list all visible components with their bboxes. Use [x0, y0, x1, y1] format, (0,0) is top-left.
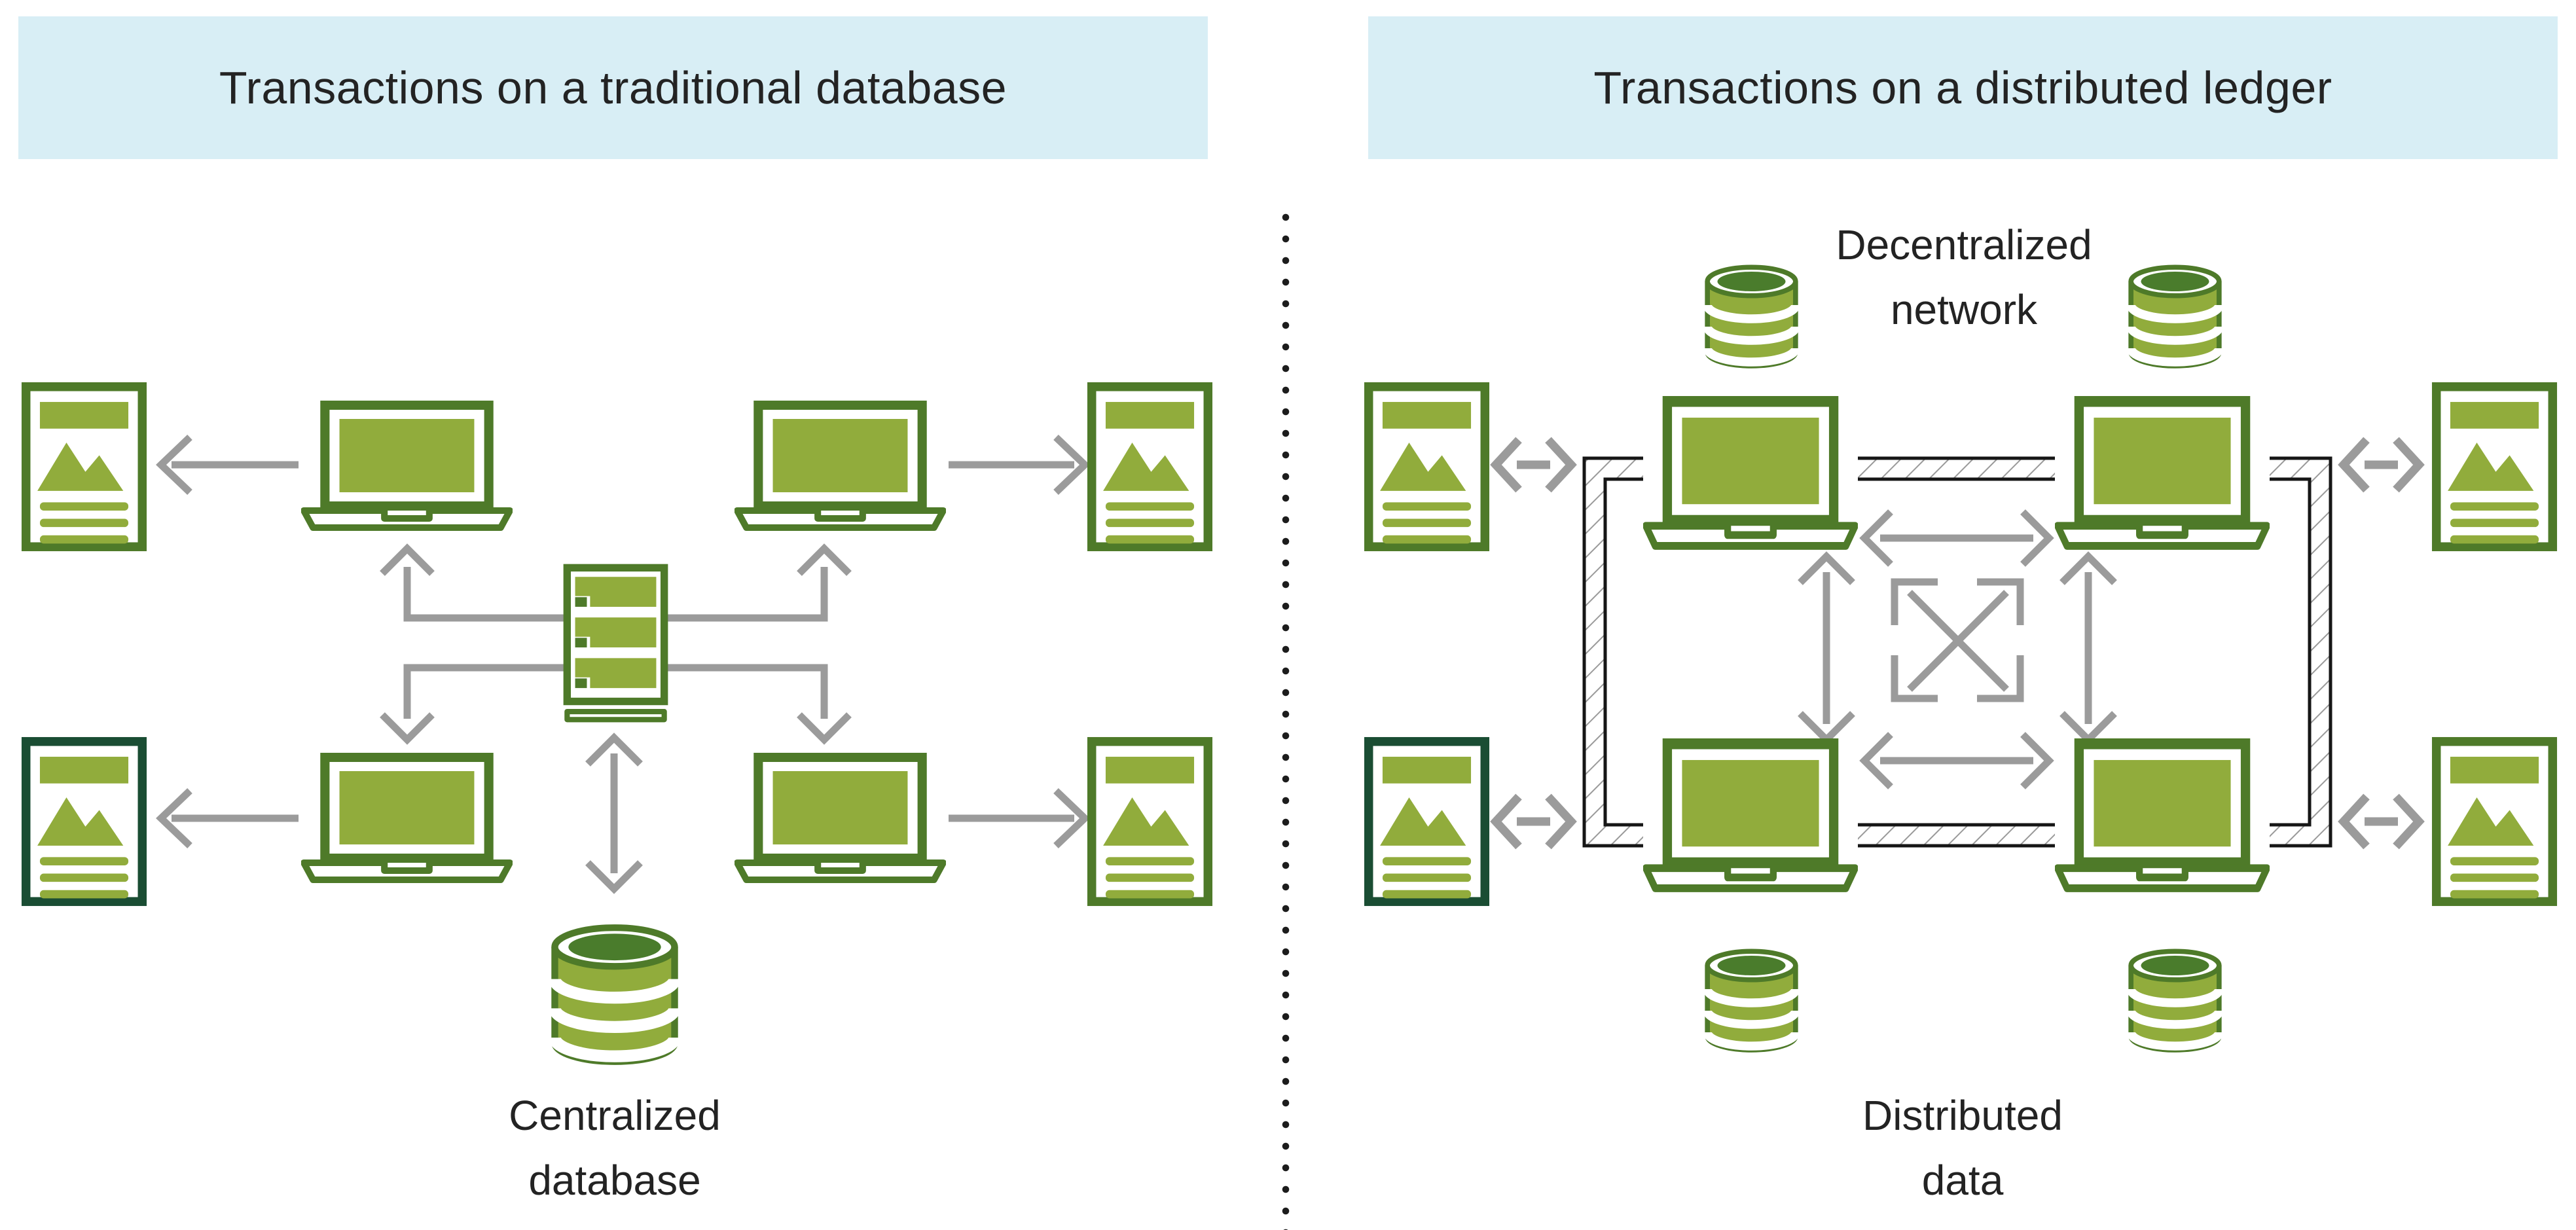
arrow-laptop-to-doc-bottom-left	[156, 788, 299, 848]
database-icon-distributed-bottom-right	[2125, 946, 2225, 1056]
document-icon-right-top-left	[1364, 382, 1490, 552]
centralized-database-label-line2: database	[528, 1157, 701, 1204]
elbow-arrow-server-to-laptop-top-right	[655, 543, 852, 622]
double-arrow-doc-bottom-left	[1490, 793, 1577, 850]
elbow-arrow-server-to-laptop-bottom-right	[655, 664, 852, 745]
document-icon-right-top-right	[2431, 382, 2558, 552]
dotted-divider	[1282, 213, 1290, 1230]
double-arrow-laptops-bottom	[1859, 732, 2054, 789]
document-icon-top-left	[21, 382, 147, 552]
distributed-data-label-line1: Distributed	[1862, 1092, 2063, 1139]
laptop-icon-bottom-left	[301, 753, 513, 884]
laptop-icon-ring-bottom-right	[2055, 738, 2270, 893]
decentralized-network-label-line1: Decentralized	[1836, 221, 2092, 268]
laptop-icon-ring-top-right	[2055, 396, 2270, 551]
laptop-icon-bottom-right	[735, 753, 946, 884]
server-icon	[562, 563, 669, 723]
double-arrow-doc-bottom-right	[2338, 793, 2425, 850]
document-icon-bottom-right	[1087, 736, 1213, 907]
database-icon-centralized	[547, 920, 683, 1070]
right-panel-header: Transactions on a distributed ledger	[1368, 16, 2558, 159]
double-arrow-doc-top-left	[1490, 437, 1577, 493]
arrow-laptop-to-doc-bottom-right	[949, 788, 1090, 848]
double-arrow-doc-top-right	[2338, 437, 2425, 493]
double-arrow-laptops-top	[1859, 509, 2054, 567]
arrow-laptop-to-doc-top-right	[949, 435, 1090, 495]
right-panel-title: Transactions on a distributed ledger	[1593, 62, 2332, 113]
corner-brackets	[1891, 578, 2024, 702]
arrow-laptop-to-doc-top-left	[156, 435, 299, 495]
left-panel-header: Transactions on a traditional database	[18, 16, 1208, 159]
left-panel-title: Transactions on a traditional database	[219, 62, 1007, 113]
document-icon-bottom-left-dark	[21, 736, 147, 907]
distributed-data-label: Distributed data	[1766, 1083, 2159, 1213]
document-icon-right-bottom-right	[2431, 736, 2558, 907]
centralized-database-label-line1: Centralized	[509, 1092, 721, 1139]
decentralized-network-label-line2: network	[1890, 286, 2038, 333]
centralized-database-label: Centralized database	[418, 1083, 811, 1213]
cross-exchange-arrows	[1907, 590, 2009, 692]
laptop-icon-top-left	[301, 401, 513, 532]
elbow-arrow-server-to-laptop-bottom-left	[380, 664, 576, 745]
distributed-data-label-line2: data	[1921, 1157, 2004, 1204]
laptop-icon-ring-bottom-left	[1643, 738, 1858, 893]
laptop-icon-top-right	[735, 401, 946, 532]
document-icon-right-bottom-left-dark	[1364, 736, 1490, 907]
database-icon-distributed-bottom-left	[1701, 946, 1802, 1056]
decentralized-network-label: Decentralized network	[1768, 213, 2160, 342]
laptop-icon-ring-top-left	[1643, 396, 1858, 551]
double-arrow-server-database	[585, 733, 643, 894]
elbow-arrow-server-to-laptop-top-left	[380, 543, 576, 622]
document-icon-top-right	[1087, 382, 1213, 552]
